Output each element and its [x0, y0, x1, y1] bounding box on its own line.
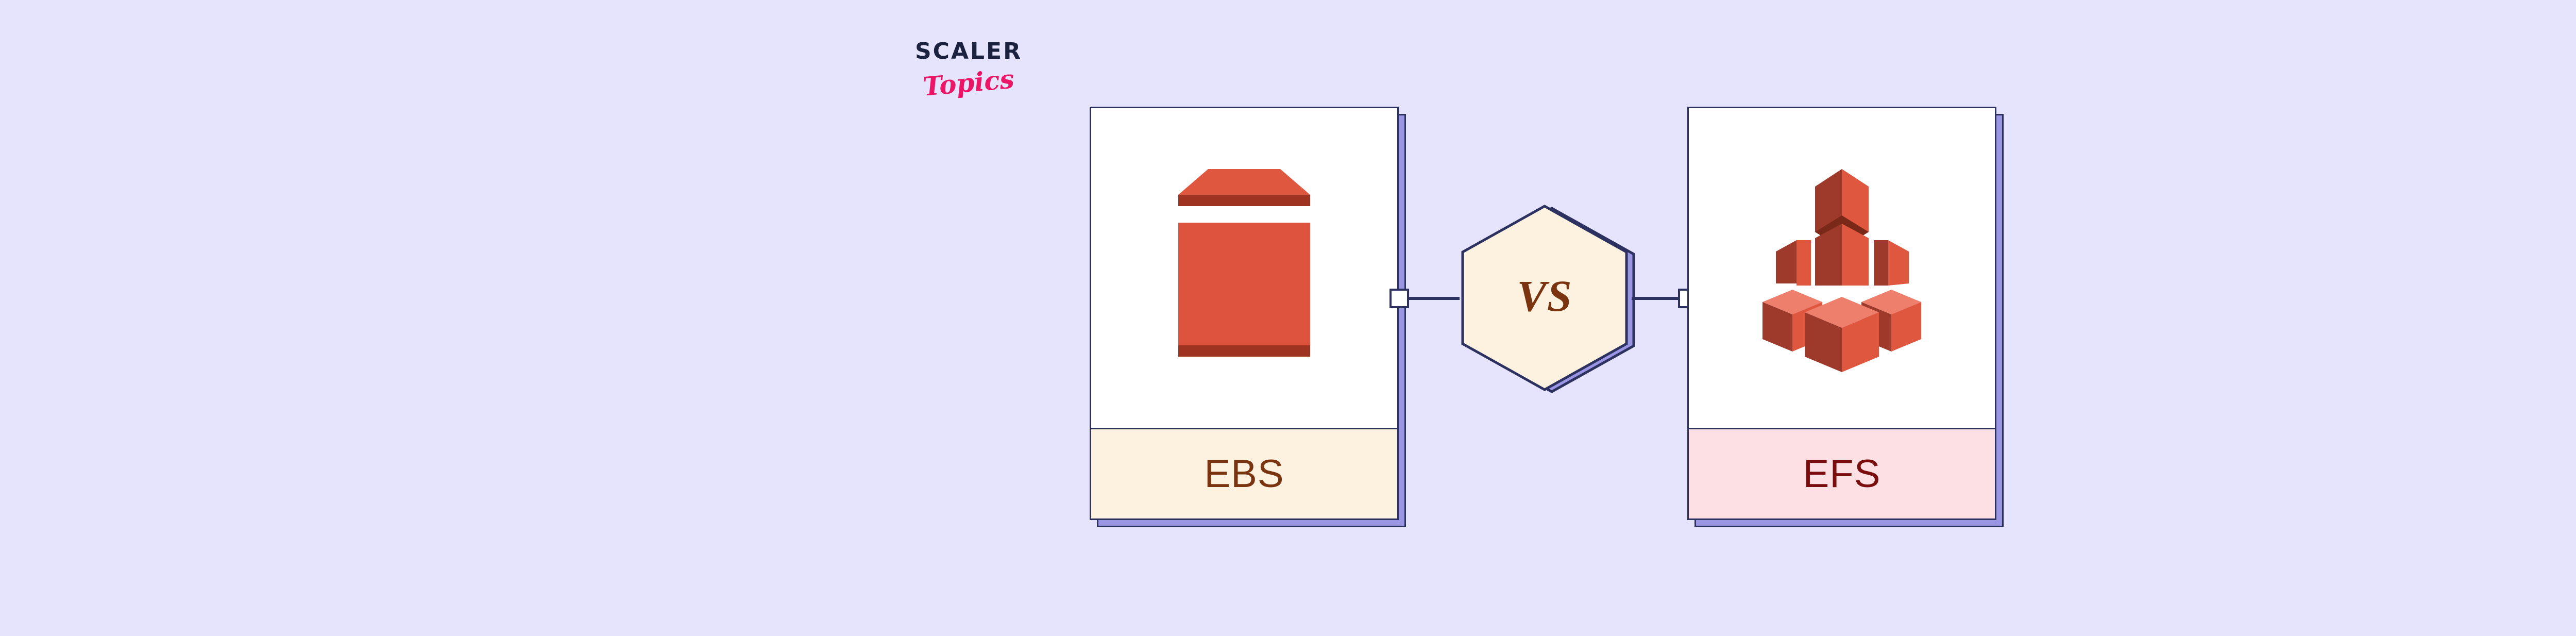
connector-node-left: [1389, 289, 1409, 308]
card-label-ebs: EBS: [1091, 428, 1397, 518]
card-frame-ebs[interactable]: EBS: [1090, 107, 1399, 520]
logo-topics-text: Topics: [922, 63, 1015, 102]
comparison-card-ebs[interactable]: EBS: [1090, 107, 1406, 527]
logo-scaler-text: SCALER: [914, 38, 1022, 64]
card-body-efs: [1689, 108, 1995, 428]
versus-hexagon: VS: [1455, 204, 1641, 394]
card-label-text-ebs: EBS: [1204, 451, 1284, 496]
card-label-efs: EFS: [1689, 428, 1995, 518]
aws-ebs-volume-icon: [1177, 165, 1311, 371]
scaler-topics-logo: SCALER Topics: [876, 40, 1061, 123]
card-label-text-efs: EFS: [1803, 451, 1881, 496]
aws-efs-cubes-icon: [1739, 160, 1945, 376]
connector-line-right: [1632, 297, 1679, 300]
card-frame-efs[interactable]: EFS: [1687, 107, 1996, 520]
connector-line-left: [1408, 297, 1460, 300]
comparison-card-efs[interactable]: EFS: [1687, 107, 2004, 527]
card-body-ebs: [1091, 108, 1397, 428]
